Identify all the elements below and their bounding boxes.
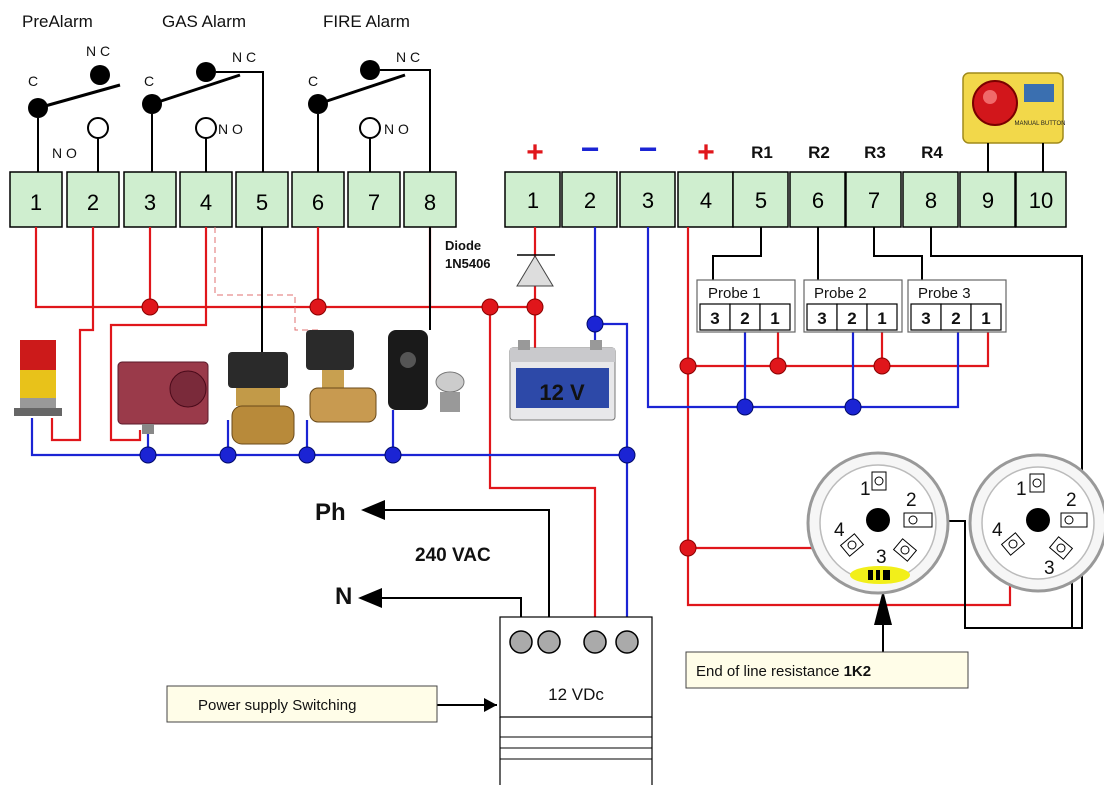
socket-pin-label: 1 [860,479,871,500]
siren-image [117,361,209,434]
relay-gas-title: GAS Alarm [162,12,246,31]
terminal-label: 9 [982,188,994,213]
relay-nc-label: N C [86,43,110,59]
relay-output-label: R1 [751,143,773,162]
socket-pin-label: 3 [876,547,887,568]
probe-pin: 2 [847,309,856,328]
probe-pin: 1 [877,309,886,328]
positive-mark: + [697,136,715,169]
psu-voltage-label: 12 VDc [548,685,604,704]
terminal-label: 2 [584,188,596,213]
junction-dots [139,298,891,557]
manual-button-label: MANUAL BUTTON [1014,121,1065,127]
psu-note-text: Power supply Switching [198,697,356,714]
terminal-label: 6 [312,190,324,215]
solenoid-valve-image [228,352,295,445]
terminal-label: 1 [30,190,42,215]
socket-pin-label: 3 [1044,558,1055,579]
diode-symbol: Diode 1N5406 [445,238,555,287]
diode-part-number: 1N5406 [445,256,491,271]
battery-voltage: 12 V [539,380,585,405]
relay-fire-symbol: C N C N O [308,49,431,172]
terminal-label: 5 [755,188,767,213]
socket-pin-label: 2 [1066,490,1077,511]
socket-pin-label: 2 [906,490,917,511]
left-terminal-block: 1 2 3 4 5 6 7 8 [9,171,457,228]
eol-value: 1K2 [844,663,872,680]
probe-pin: 2 [740,309,749,328]
mains-input: Ph 240 VAC N [315,499,491,610]
positive-mark: + [526,136,544,169]
relay-output-label: R3 [864,143,886,162]
relay-no-label: N O [218,121,243,137]
power-supply: 12 VDc [499,616,653,785]
probe-name: Probe 2 [814,285,867,302]
svg-text:End of line resistance 1K2: End of line resistance 1K2 [696,663,871,680]
probe-2: Probe 2 3 2 1 [803,279,903,333]
manual-button-image: MANUAL BUTTON [962,72,1066,144]
terminal-label: 4 [700,188,712,213]
terminal-label: 8 [925,188,937,213]
probe-name: Probe 1 [708,285,761,302]
terminal-label: 3 [642,188,654,213]
relay-output-label: R2 [808,143,830,162]
door-holder-image [388,330,465,412]
probe-1: Probe 1 3 2 1 [696,279,796,333]
negative-mark: − [581,131,600,167]
probe-pin: 2 [951,309,960,328]
relay-fire-title: FIRE Alarm [323,12,410,31]
socket-pin-label: 4 [992,520,1003,541]
probe-socket-1: 1 2 3 4 [806,451,950,595]
relay-c-label: C [308,73,318,89]
probe-pin: 3 [817,309,826,328]
battery-image: 12 V [509,340,616,421]
black-wiring [261,227,1083,712]
relay-output-label: R4 [921,143,943,162]
terminal-label: 4 [200,190,212,215]
phase-label: Ph [315,499,346,526]
beacon-light-image [14,340,62,416]
probe-pin: 1 [770,309,779,328]
eol-resistance-note: End of line resistance 1K2 [685,651,969,689]
probe-name: Probe 3 [918,285,971,302]
eol-text: End of line resistance [696,663,844,680]
right-terminal-block: 1 2 3 4 5 6 7 8 9 10 [504,171,1067,228]
psu-note: Power supply Switching [166,685,438,723]
diode-label: Diode [445,238,481,253]
terminal-label: 3 [144,190,156,215]
relay-gas-symbol: C N C N O [142,49,264,172]
terminal-label: 6 [812,188,824,213]
gas-valve-image [306,330,377,423]
mains-voltage: 240 VAC [415,545,491,566]
relay-no-label: N O [384,121,409,137]
probe-socket-2: 1 2 3 4 [968,453,1104,593]
terminal-label: 7 [368,190,380,215]
relay-nc-label: N C [232,49,256,65]
terminal-label: 8 [424,190,436,215]
terminal-label: 1 [527,188,539,213]
terminal-label: 7 [868,188,880,213]
probe-3: Probe 3 3 2 1 [907,279,1007,333]
relay-prealarm-symbol: C N C N O [28,43,121,172]
terminal-label: 5 [256,190,268,215]
probe-pin: 3 [921,309,930,328]
socket-pin-label: 1 [1016,479,1027,500]
neutral-label: N [335,583,352,610]
blue-wiring [30,227,960,632]
probe-pin: 3 [710,309,719,328]
socket-pin-label: 4 [834,520,845,541]
terminal-label: 10 [1029,188,1053,213]
negative-mark: − [639,131,658,167]
relay-no-label: N O [52,145,77,161]
terminal-label: 2 [87,190,99,215]
relay-nc-label: N C [396,49,420,65]
probe-pin: 1 [981,309,990,328]
relay-prealarm-title: PreAlarm [22,12,93,31]
relay-c-label: C [28,73,38,89]
relay-c-label: C [144,73,154,89]
